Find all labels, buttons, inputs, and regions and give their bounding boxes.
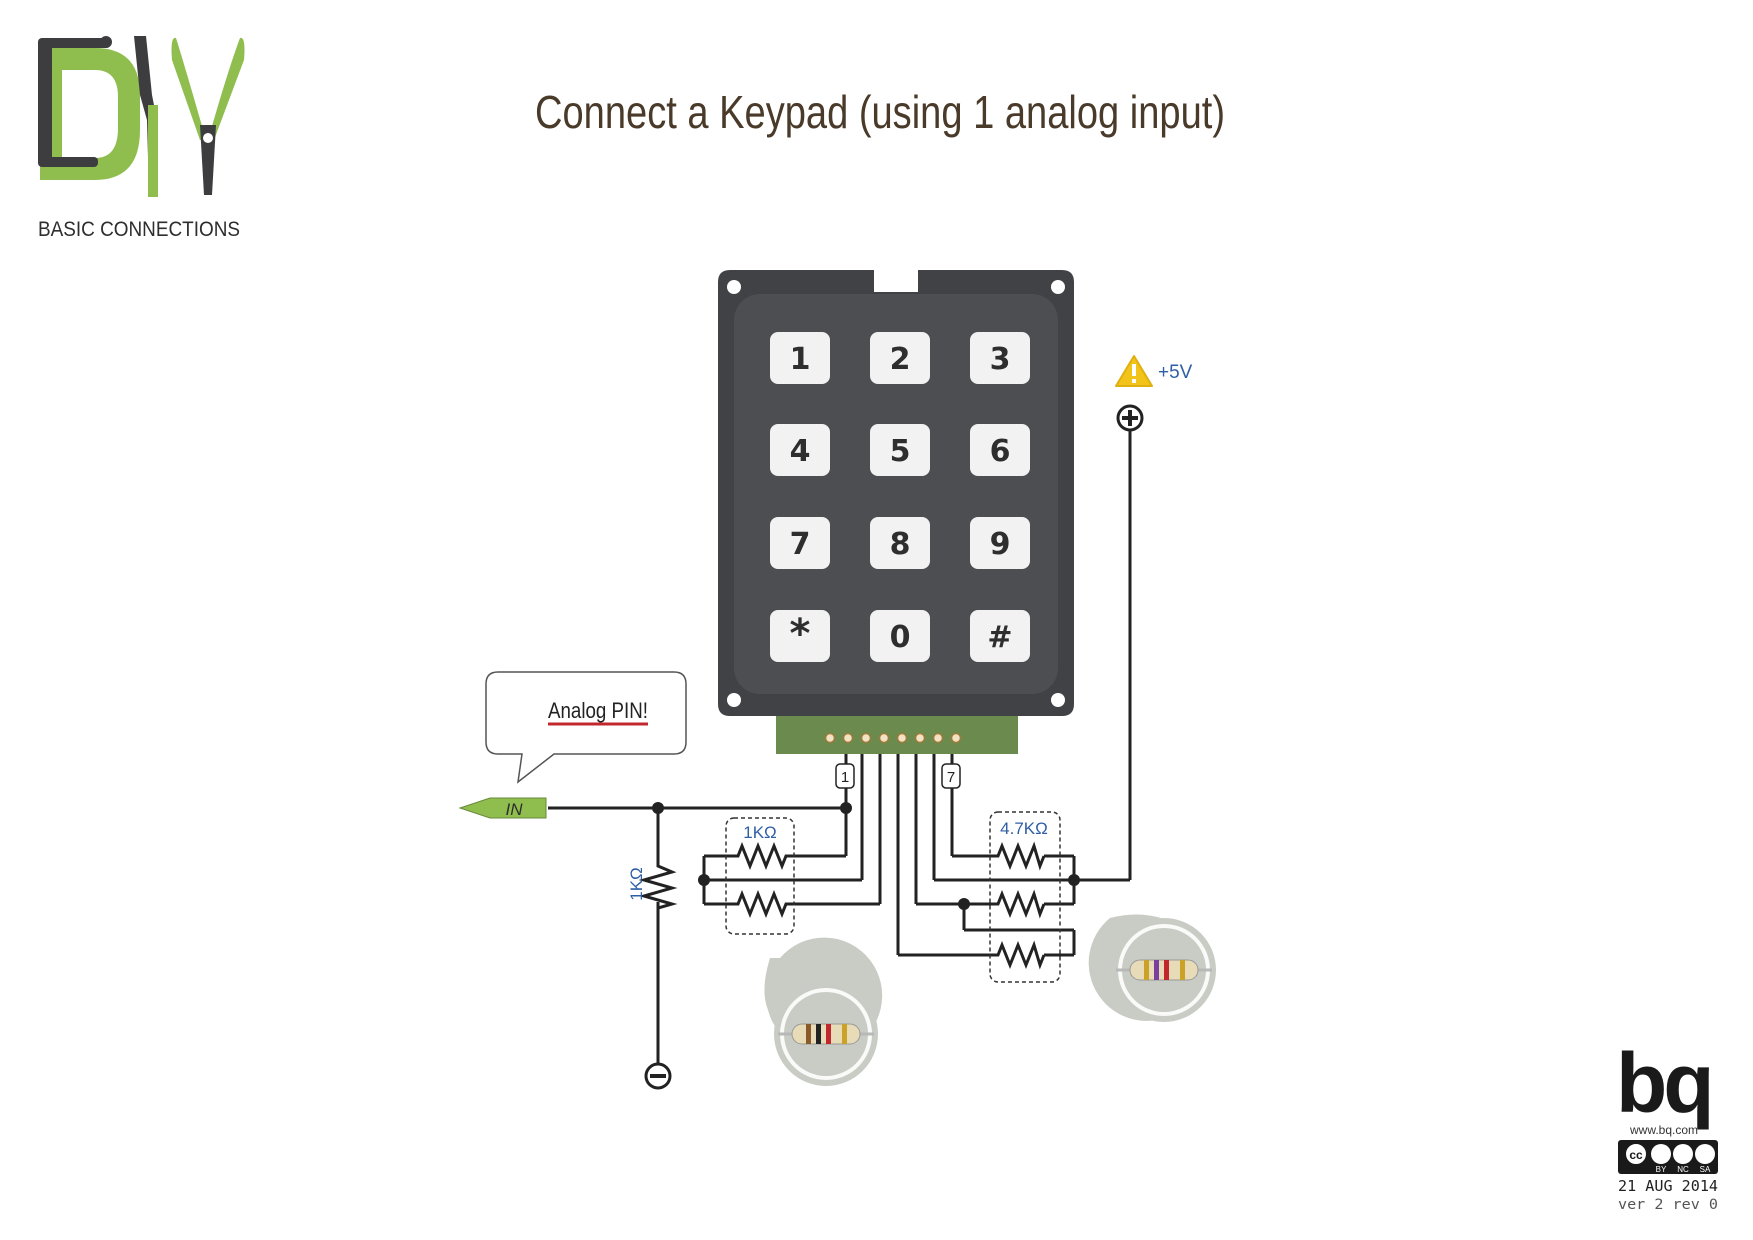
pin-label-first: 1 bbox=[835, 763, 855, 789]
key-3: 3 bbox=[970, 332, 1030, 384]
bq-logo: bq www.bq.com bbox=[1616, 1036, 1715, 1137]
key-label: 9 bbox=[990, 527, 1011, 562]
warning-triangle-icon bbox=[1115, 355, 1153, 387]
svg-text:4.7KΩ: 4.7KΩ bbox=[1000, 819, 1048, 838]
key-hash: # bbox=[970, 610, 1030, 662]
keypad: 1 2 3 4 5 6 7 8 9 * 0 # bbox=[718, 270, 1074, 754]
resistor-bubble-left bbox=[764, 937, 883, 1086]
svg-text:NC: NC bbox=[1677, 1165, 1689, 1174]
resistor-group-right: 4.7KΩ bbox=[989, 811, 1061, 983]
key-0: 0 bbox=[870, 610, 930, 662]
svg-text:1: 1 bbox=[841, 769, 849, 786]
key-label: 2 bbox=[890, 342, 911, 377]
page-title: Connect a Keypad (using 1 analog input) bbox=[535, 86, 1225, 138]
pulldown-resistor: 1KΩ bbox=[627, 860, 678, 912]
key-8: 8 bbox=[870, 517, 930, 569]
pin-hole bbox=[914, 732, 926, 744]
analog-input-tag: IN bbox=[458, 797, 547, 819]
resistor-group-left: 1KΩ bbox=[725, 817, 795, 935]
revision-version: ver 2 rev 0 bbox=[1618, 1197, 1718, 1213]
pin-label-last: 7 bbox=[941, 763, 961, 789]
callout-text: Analog PIN! bbox=[548, 698, 648, 723]
pin-hole bbox=[932, 732, 944, 744]
analog-pin-callout: Analog PIN! bbox=[485, 671, 687, 784]
pin-hole bbox=[842, 732, 854, 744]
plus-terminal-icon bbox=[1116, 404, 1144, 432]
key-1: 1 bbox=[770, 332, 830, 384]
key-label: 5 bbox=[890, 434, 911, 469]
diy-logo: BASIC CONNECTIONS bbox=[38, 36, 245, 241]
key-label: 6 bbox=[990, 434, 1011, 469]
svg-text:7: 7 bbox=[947, 769, 955, 786]
key-9: 9 bbox=[970, 517, 1030, 569]
key-label: 3 bbox=[990, 342, 1011, 377]
resistor-bubble-right bbox=[1088, 914, 1216, 1022]
svg-text:SA: SA bbox=[1700, 1165, 1711, 1174]
key-2: 2 bbox=[870, 332, 930, 384]
key-star: * bbox=[770, 610, 830, 662]
pin-hole bbox=[860, 732, 872, 744]
cc-license-badge: cc BY NC SA bbox=[1618, 1140, 1718, 1174]
svg-text:bq: bq bbox=[1616, 1036, 1711, 1130]
svg-text:cc: cc bbox=[1629, 1148, 1643, 1162]
key-label: 4 bbox=[790, 434, 811, 469]
supply-label: +5V bbox=[1158, 362, 1193, 383]
pin-hole bbox=[878, 732, 890, 744]
brand-url: www.bq.com bbox=[1629, 1123, 1698, 1137]
ground-terminal-icon bbox=[644, 1062, 672, 1090]
key-5: 5 bbox=[870, 424, 930, 476]
key-6: 6 bbox=[970, 424, 1030, 476]
key-label: 0 bbox=[890, 620, 911, 655]
pin-hole bbox=[824, 732, 836, 744]
key-label: 7 bbox=[790, 527, 811, 562]
pin-hole bbox=[896, 732, 908, 744]
key-label: * bbox=[790, 611, 811, 657]
svg-text:1KΩ: 1KΩ bbox=[743, 823, 777, 842]
key-label: 8 bbox=[890, 527, 911, 562]
revision-date: 21 AUG 2014 bbox=[1618, 1177, 1718, 1195]
svg-text:IN: IN bbox=[506, 800, 524, 819]
pin-header bbox=[776, 716, 1018, 754]
key-7: 7 bbox=[770, 517, 830, 569]
svg-text:BY: BY bbox=[1656, 1165, 1667, 1174]
junctions bbox=[652, 802, 1080, 910]
logo-subtitle: BASIC CONNECTIONS bbox=[38, 218, 240, 241]
key-4: 4 bbox=[770, 424, 830, 476]
svg-text:1KΩ: 1KΩ bbox=[627, 867, 646, 901]
key-label: 1 bbox=[790, 342, 811, 377]
pin-hole bbox=[950, 732, 962, 744]
key-label: # bbox=[987, 620, 1012, 655]
wires bbox=[548, 430, 1132, 1065]
